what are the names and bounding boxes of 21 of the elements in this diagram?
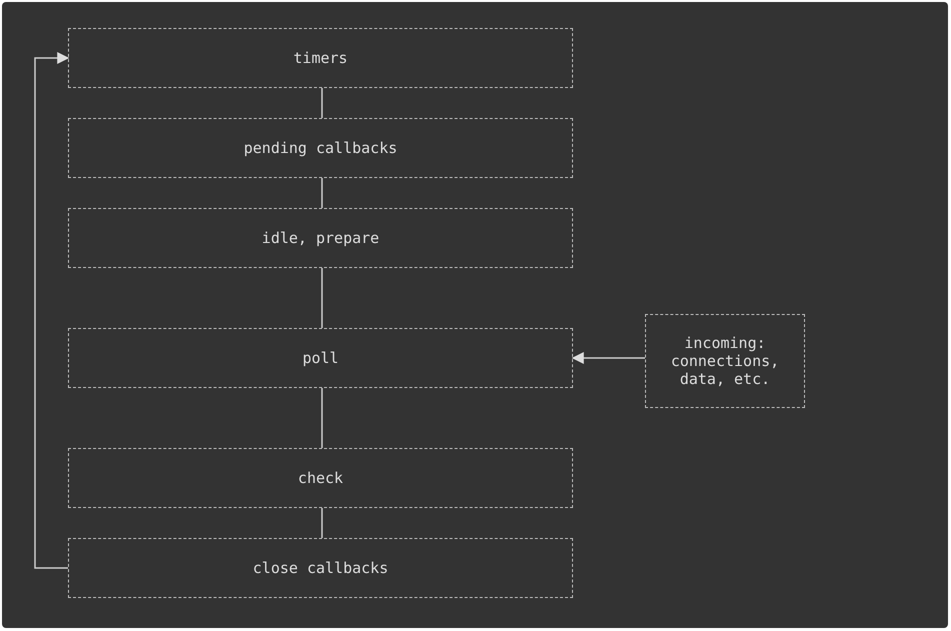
arrow — [572, 352, 645, 364]
phase-box — [68, 118, 573, 178]
phase-box — [68, 28, 573, 88]
connector-line — [321, 268, 323, 328]
connector-line — [321, 178, 323, 208]
input-box — [645, 314, 805, 408]
node-label: timers — [292, 49, 349, 67]
node-label: check — [296, 469, 344, 487]
node-label: poll — [301, 349, 340, 367]
connector-line — [321, 88, 323, 118]
connector-line — [321, 508, 323, 538]
phase-box — [68, 538, 573, 598]
node-label: close callbacks — [252, 559, 390, 577]
node-label: idle, prepare — [260, 229, 380, 247]
arrow — [34, 52, 70, 569]
phase-box — [68, 208, 573, 268]
phase-box — [68, 328, 573, 388]
node-label: pending callbacks — [242, 139, 398, 157]
node-label: incoming: connections, data, etc. — [670, 334, 780, 388]
phase-box — [68, 448, 573, 508]
connector-line — [321, 388, 323, 448]
